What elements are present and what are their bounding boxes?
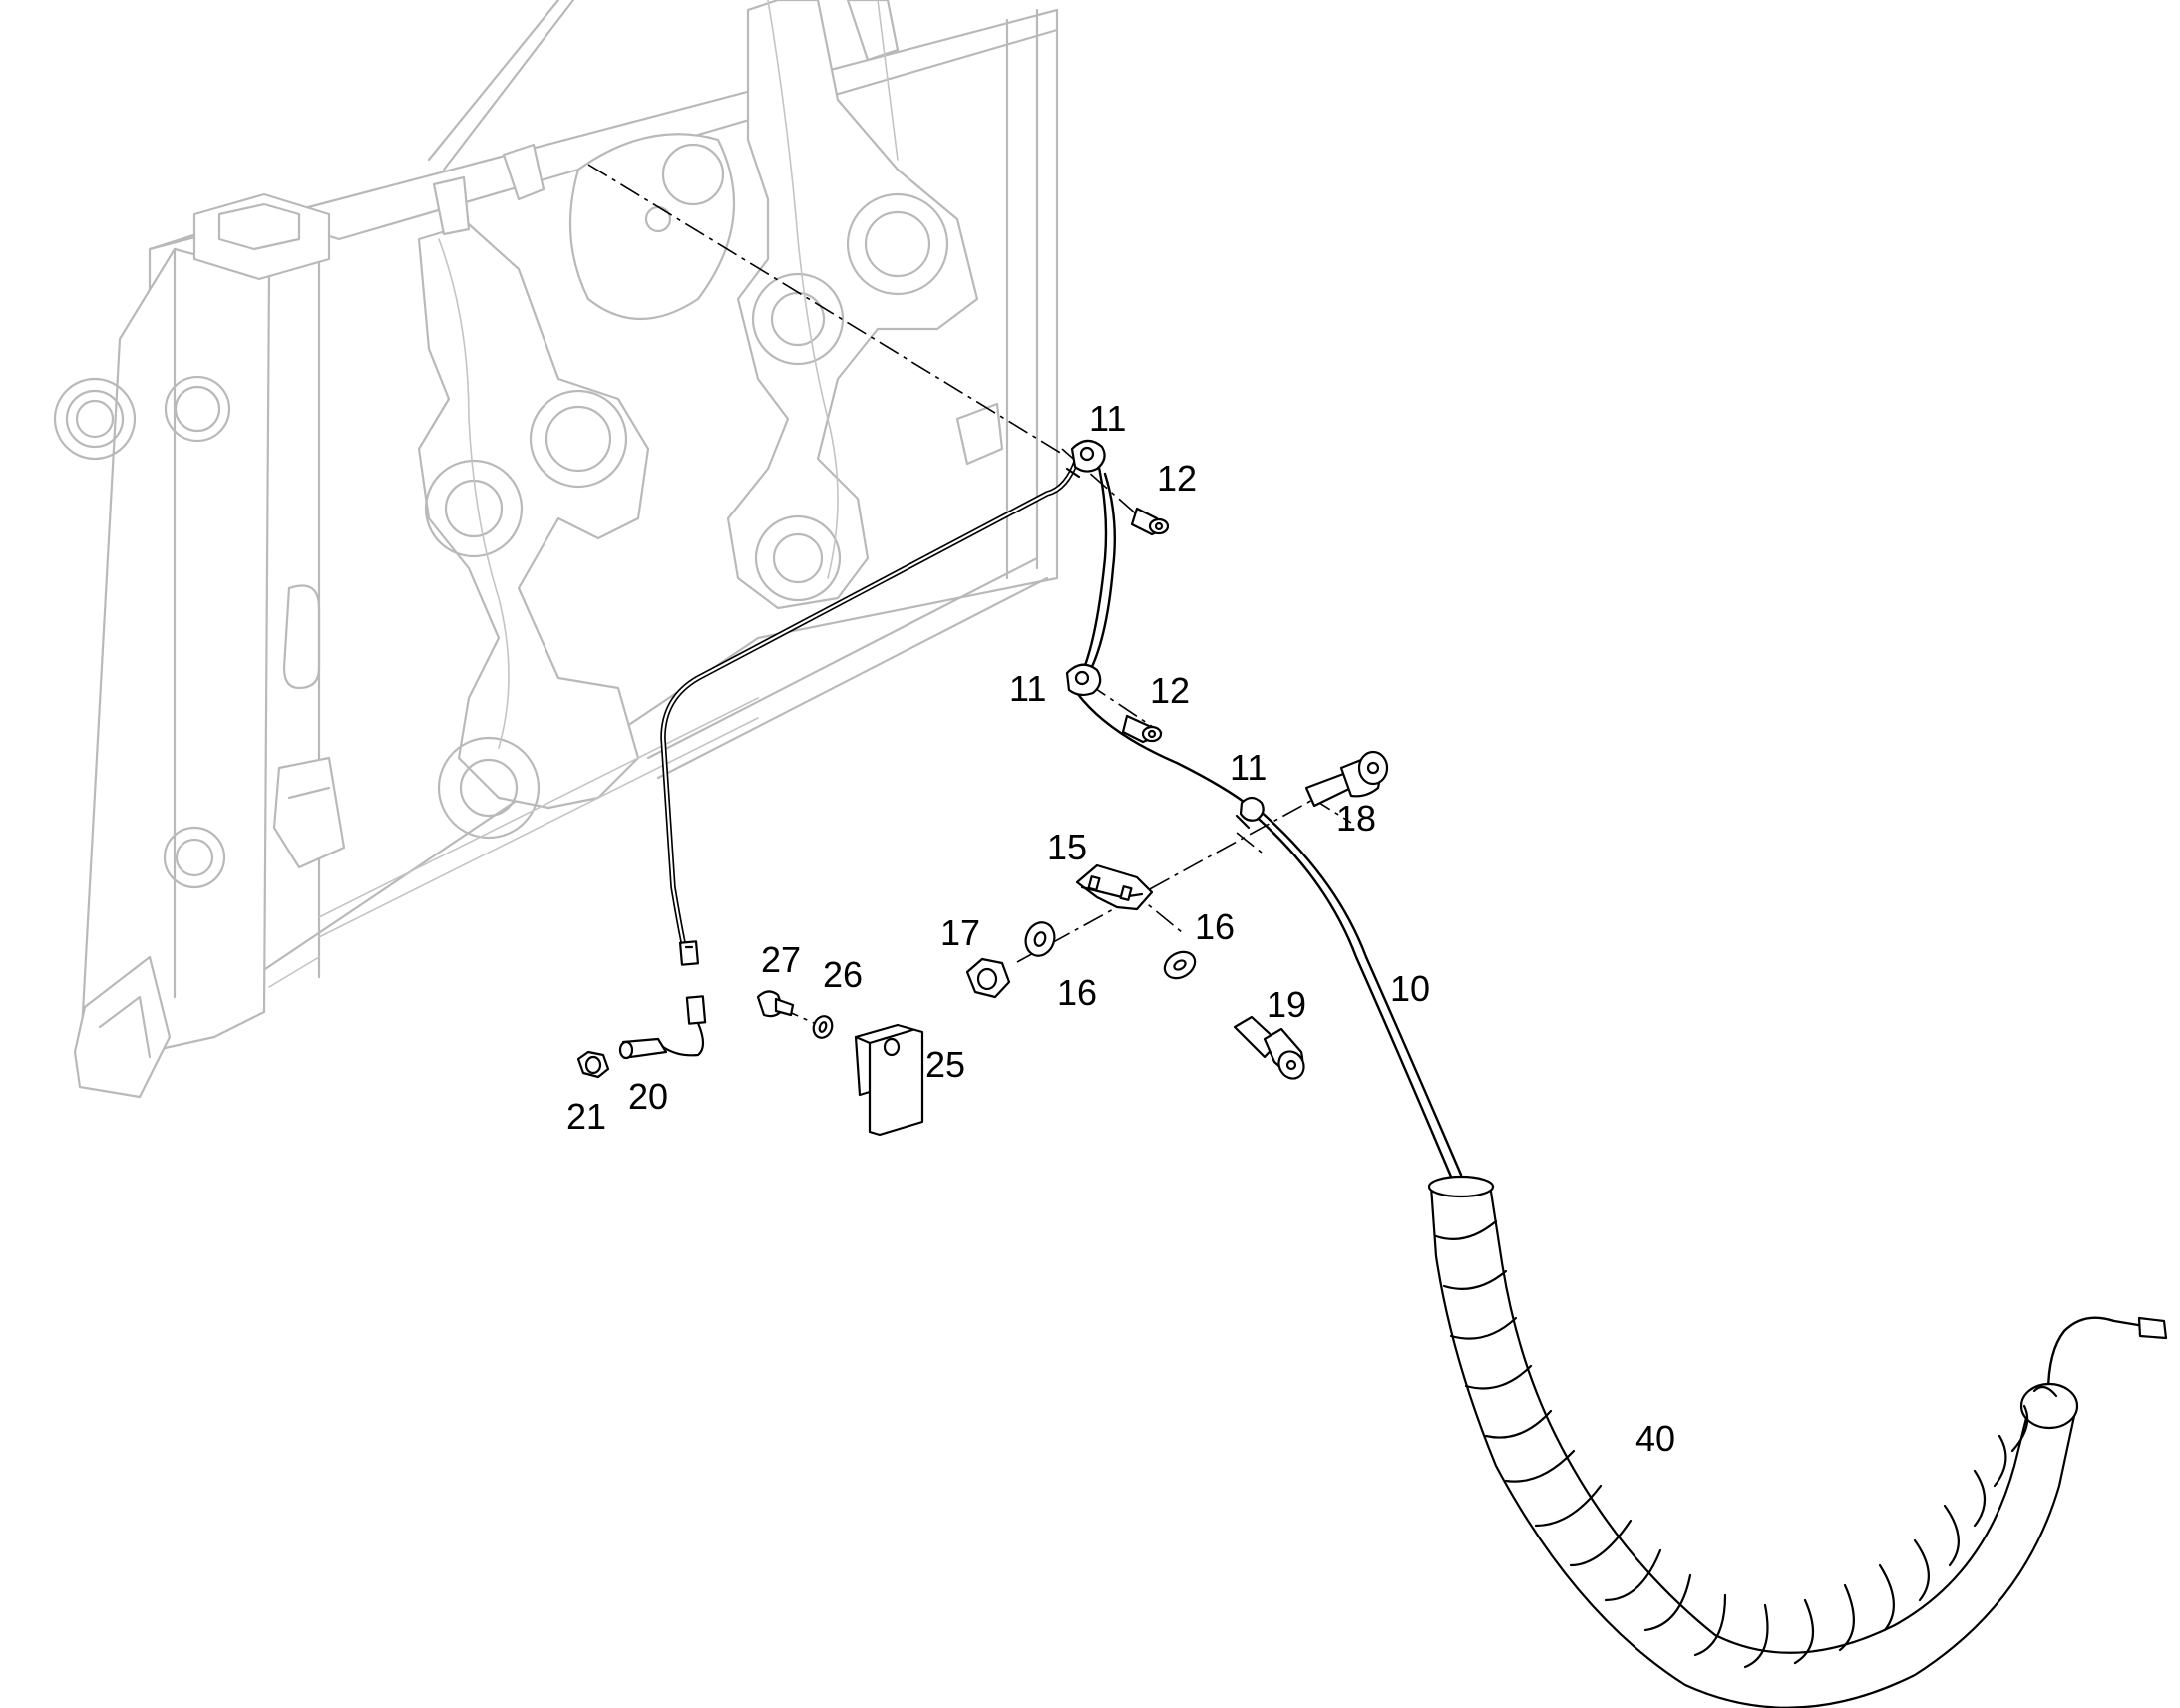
clip-11-lower [1235, 796, 1265, 830]
label-10: 10 [1390, 968, 1430, 1009]
label-17: 17 [940, 912, 980, 953]
screw-27 [756, 990, 795, 1018]
label-19: 19 [1267, 984, 1306, 1025]
plate-25 [854, 1023, 924, 1137]
label-26: 26 [823, 954, 863, 995]
label-40: 40 [1635, 1418, 1675, 1459]
centerline-clip-bottom [1236, 832, 1263, 854]
clip-11-middle [1065, 663, 1102, 697]
label-16-right: 16 [1195, 906, 1235, 947]
nut-21 [576, 1050, 610, 1079]
label-11-lower: 11 [1230, 747, 1267, 788]
cable-harness [660, 456, 2146, 1418]
washer-26 [812, 1015, 834, 1039]
sensor-20 [618, 940, 707, 1060]
label-12-upper: 12 [1157, 458, 1197, 499]
centerline-upper [587, 164, 1063, 455]
label-25: 25 [925, 1044, 965, 1085]
spiral-sleeve [1427, 1175, 2168, 1708]
clip-11-top [1065, 439, 1106, 479]
bolt-18 [1304, 750, 1389, 808]
label-12-lower: 12 [1150, 670, 1190, 711]
label-11-middle: 11 [1009, 668, 1046, 709]
washer-16-right [1163, 950, 1197, 980]
part-labels: 11 12 11 12 11 18 15 17 16 16 10 19 27 2… [566, 398, 1675, 1459]
label-16-left: 16 [1057, 972, 1097, 1013]
label-21: 21 [566, 1096, 606, 1137]
screw-12-lower [1121, 714, 1163, 744]
label-20: 20 [628, 1076, 668, 1117]
label-18: 18 [1336, 798, 1376, 839]
label-15: 15 [1047, 827, 1087, 867]
nut-17 [965, 957, 1011, 999]
label-27: 27 [761, 939, 801, 980]
label-11-top: 11 [1089, 398, 1126, 439]
bolt-19 [1233, 1015, 1305, 1080]
screw-12-upper [1130, 507, 1170, 536]
bracket-15 [1075, 863, 1154, 911]
centerline-clip-lower [1086, 682, 1163, 734]
washer-16-left [1024, 921, 1056, 957]
machine-frame [53, 0, 1059, 1099]
